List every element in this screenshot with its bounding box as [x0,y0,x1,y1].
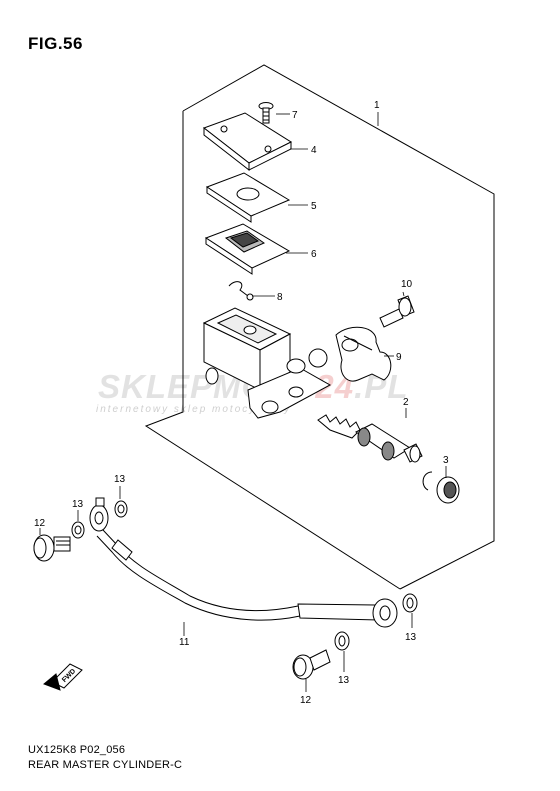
callout-8: 8 [277,292,283,303]
callout-7: 7 [292,110,298,121]
part-2-piston-kit [317,414,423,463]
part-4-reservoir-cap [202,112,293,172]
callout-6: 6 [311,249,317,260]
part-13-washers [71,500,418,651]
callout-4: 4 [311,145,317,156]
callout-13-lower: 13 [338,675,350,686]
callout-9: 9 [396,352,402,363]
callout-10: 10 [401,279,413,290]
callout-13-left: 13 [72,499,84,510]
callout-5: 5 [311,201,317,212]
watermark-tagline: internetowy sklep motocyklowy [96,404,292,415]
part-7-screw [258,102,274,124]
callout-3: 3 [443,455,449,466]
fwd-direction-icon [43,663,83,691]
callout-1: 1 [374,100,380,111]
assembly-boundary-left [144,111,401,590]
part-12-union-bolt-lower [292,649,331,680]
leader-lines [39,112,447,692]
callout-2: 2 [403,397,409,408]
part-3-boot [422,471,460,504]
master-cylinder-body [202,307,332,419]
part-5-plate [205,172,291,223]
callout-12-upper: 12 [34,518,46,529]
assembly-boundary [182,64,495,590]
model-code: UX125K8 P02_056 [28,744,126,756]
callout-11: 11 [179,637,190,648]
part-12-union-bolt-upper [33,534,71,562]
part-9-holder [335,326,392,382]
diagram-description: REAR MASTER CYLINDER-C [28,759,183,771]
callout-12-lower: 12 [300,695,312,706]
part-6-diaphragm [204,223,291,275]
part-10-bolt [379,295,415,328]
figure-title: FIG.56 [28,34,83,53]
part-11-hose [89,497,398,628]
callout-13-upper: 13 [114,474,126,485]
part-8-clip [228,281,254,301]
callout-13-right: 13 [405,632,417,643]
